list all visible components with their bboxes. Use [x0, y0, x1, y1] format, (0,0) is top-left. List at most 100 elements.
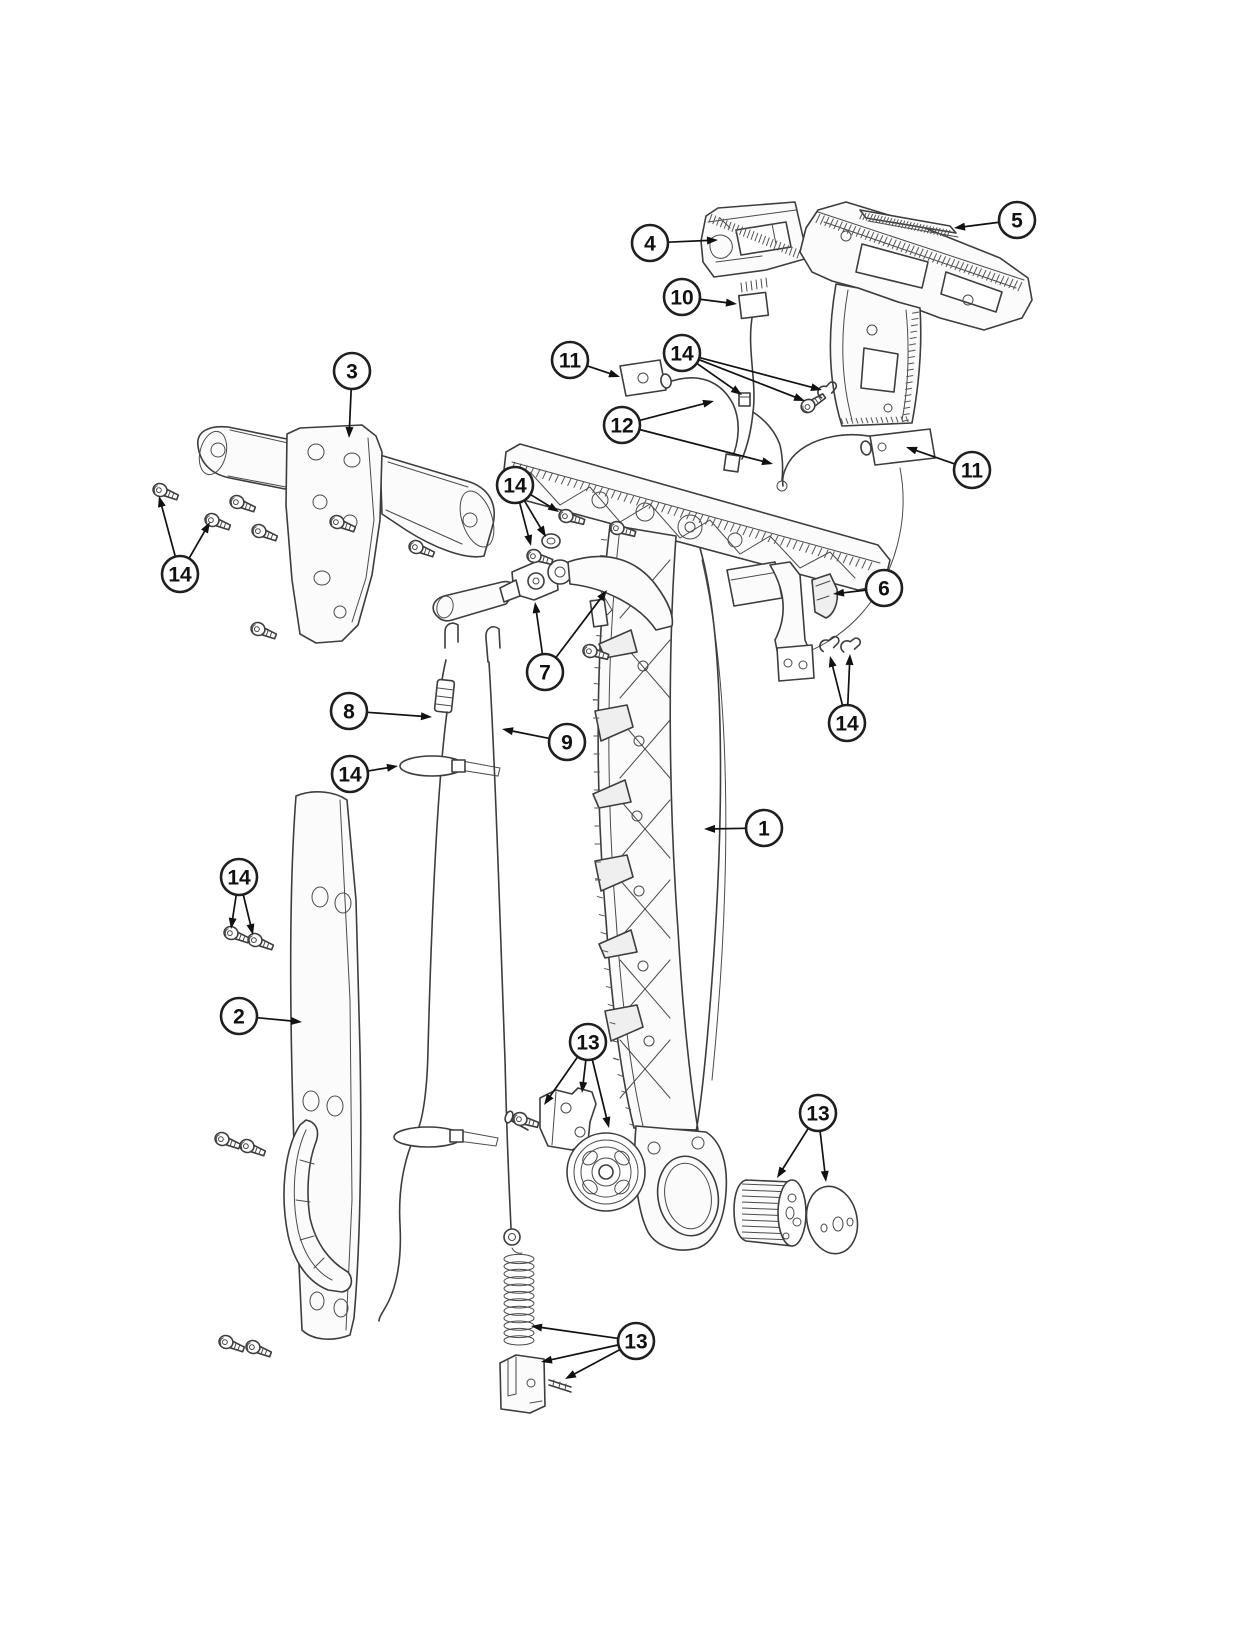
callout-number: 2	[233, 1006, 245, 1029]
leader-arrowhead	[602, 1116, 611, 1128]
callout-circle	[662, 333, 702, 373]
leader-arrowhead	[345, 426, 354, 438]
callout-number: 11	[559, 350, 582, 373]
leader-arrowhead	[531, 1323, 543, 1332]
handle-cover-front	[197, 424, 495, 644]
screw	[512, 1111, 540, 1129]
callout-number: 11	[961, 460, 984, 483]
switch-plate-left	[619, 359, 672, 397]
housing-hatch-band-right	[815, 213, 1023, 425]
leader-line	[572, 1348, 621, 1376]
leader-line	[231, 894, 238, 921]
screw	[329, 514, 357, 533]
leader-line	[696, 362, 736, 391]
throttle-cable	[378, 622, 459, 1322]
leader-line	[160, 504, 177, 557]
leader-line	[639, 402, 706, 422]
leader-arrowhead	[544, 1093, 554, 1105]
screw	[526, 548, 554, 566]
callout-circle	[662, 277, 702, 317]
callout-number: 3	[346, 361, 358, 384]
callout-circle	[332, 351, 372, 391]
bracket-lever	[726, 561, 839, 682]
leader-arrowhead	[793, 393, 805, 401]
screw	[800, 393, 827, 414]
gear-disc	[805, 1185, 859, 1255]
callout-number: 13	[576, 1032, 599, 1055]
switch-plate-right	[860, 428, 936, 466]
callout-circle	[160, 554, 200, 594]
callout-14: 14	[495, 465, 559, 546]
leader-line	[698, 358, 797, 399]
callout-8: 8	[329, 691, 432, 731]
leader-line	[582, 1059, 587, 1085]
callout-circle	[602, 405, 642, 445]
column-cover	[283, 791, 362, 1340]
callout-5: 5	[954, 200, 1037, 240]
callout-14: 14	[330, 754, 398, 794]
callout-number: 13	[806, 1103, 829, 1126]
callout-circle	[616, 1321, 656, 1361]
callout-circle	[550, 340, 590, 380]
screw	[582, 643, 610, 661]
leader-line	[831, 664, 844, 706]
callout-13: 13	[531, 1321, 656, 1379]
screw	[558, 508, 586, 526]
leader-line	[256, 1016, 294, 1022]
pinion-gear	[733, 1179, 807, 1247]
callout-14: 14	[219, 857, 259, 935]
leader-line	[781, 1127, 810, 1171]
leader-line	[555, 596, 603, 659]
screw	[223, 925, 251, 944]
leader-line	[586, 364, 612, 375]
upper-housing-left-half	[700, 201, 809, 278]
callout-number: 14	[338, 764, 362, 787]
callout-circle	[329, 691, 369, 731]
leader-arrowhead	[201, 522, 210, 534]
callout-1: 1	[704, 808, 784, 848]
leader-arrowhead	[906, 446, 918, 455]
leader-arrowhead	[845, 654, 854, 666]
leader-line	[242, 894, 252, 927]
callout-number: 14	[835, 713, 859, 736]
leader-line	[523, 500, 543, 530]
callout-circle	[219, 996, 259, 1036]
leader-line	[518, 502, 530, 538]
callout-11: 11	[550, 340, 620, 380]
callout-number: 14	[227, 867, 251, 890]
callout-14: 14	[662, 333, 822, 401]
roll-pin	[548, 1379, 572, 1393]
callout-circle	[997, 200, 1037, 240]
screw	[408, 539, 436, 558]
shift-rod	[485, 626, 521, 1246]
leader-line	[819, 1130, 826, 1174]
callout-4: 4	[630, 223, 718, 263]
clip-cube	[738, 392, 751, 407]
screw	[214, 1131, 242, 1150]
leader-line	[699, 298, 729, 304]
callout-number: 7	[539, 662, 551, 685]
callout-circle	[864, 568, 904, 608]
leader-arrowhead	[954, 222, 966, 231]
screw	[250, 621, 278, 640]
leader-arrowhead	[730, 385, 742, 395]
callout-circle	[330, 754, 370, 794]
slide-block	[499, 1354, 546, 1414]
leader-line	[549, 1344, 619, 1361]
wire-connector	[737, 277, 770, 320]
leader-arrowhead	[524, 534, 533, 546]
leader-arrowhead	[704, 824, 716, 833]
leader-line	[914, 449, 956, 465]
callout-3: 3	[332, 351, 372, 438]
callout-circle	[547, 722, 587, 762]
leader-line	[535, 610, 544, 655]
screw	[251, 523, 279, 542]
leader-line	[591, 1059, 608, 1120]
screw	[245, 1339, 273, 1358]
leader-arrowhead	[597, 590, 607, 602]
leader-arrowhead	[706, 236, 718, 245]
leader-arrowhead	[541, 1355, 553, 1364]
callout-number: 13	[624, 1331, 647, 1354]
cable-tie-lower	[393, 1126, 499, 1148]
leader-arrowhead	[532, 602, 541, 614]
